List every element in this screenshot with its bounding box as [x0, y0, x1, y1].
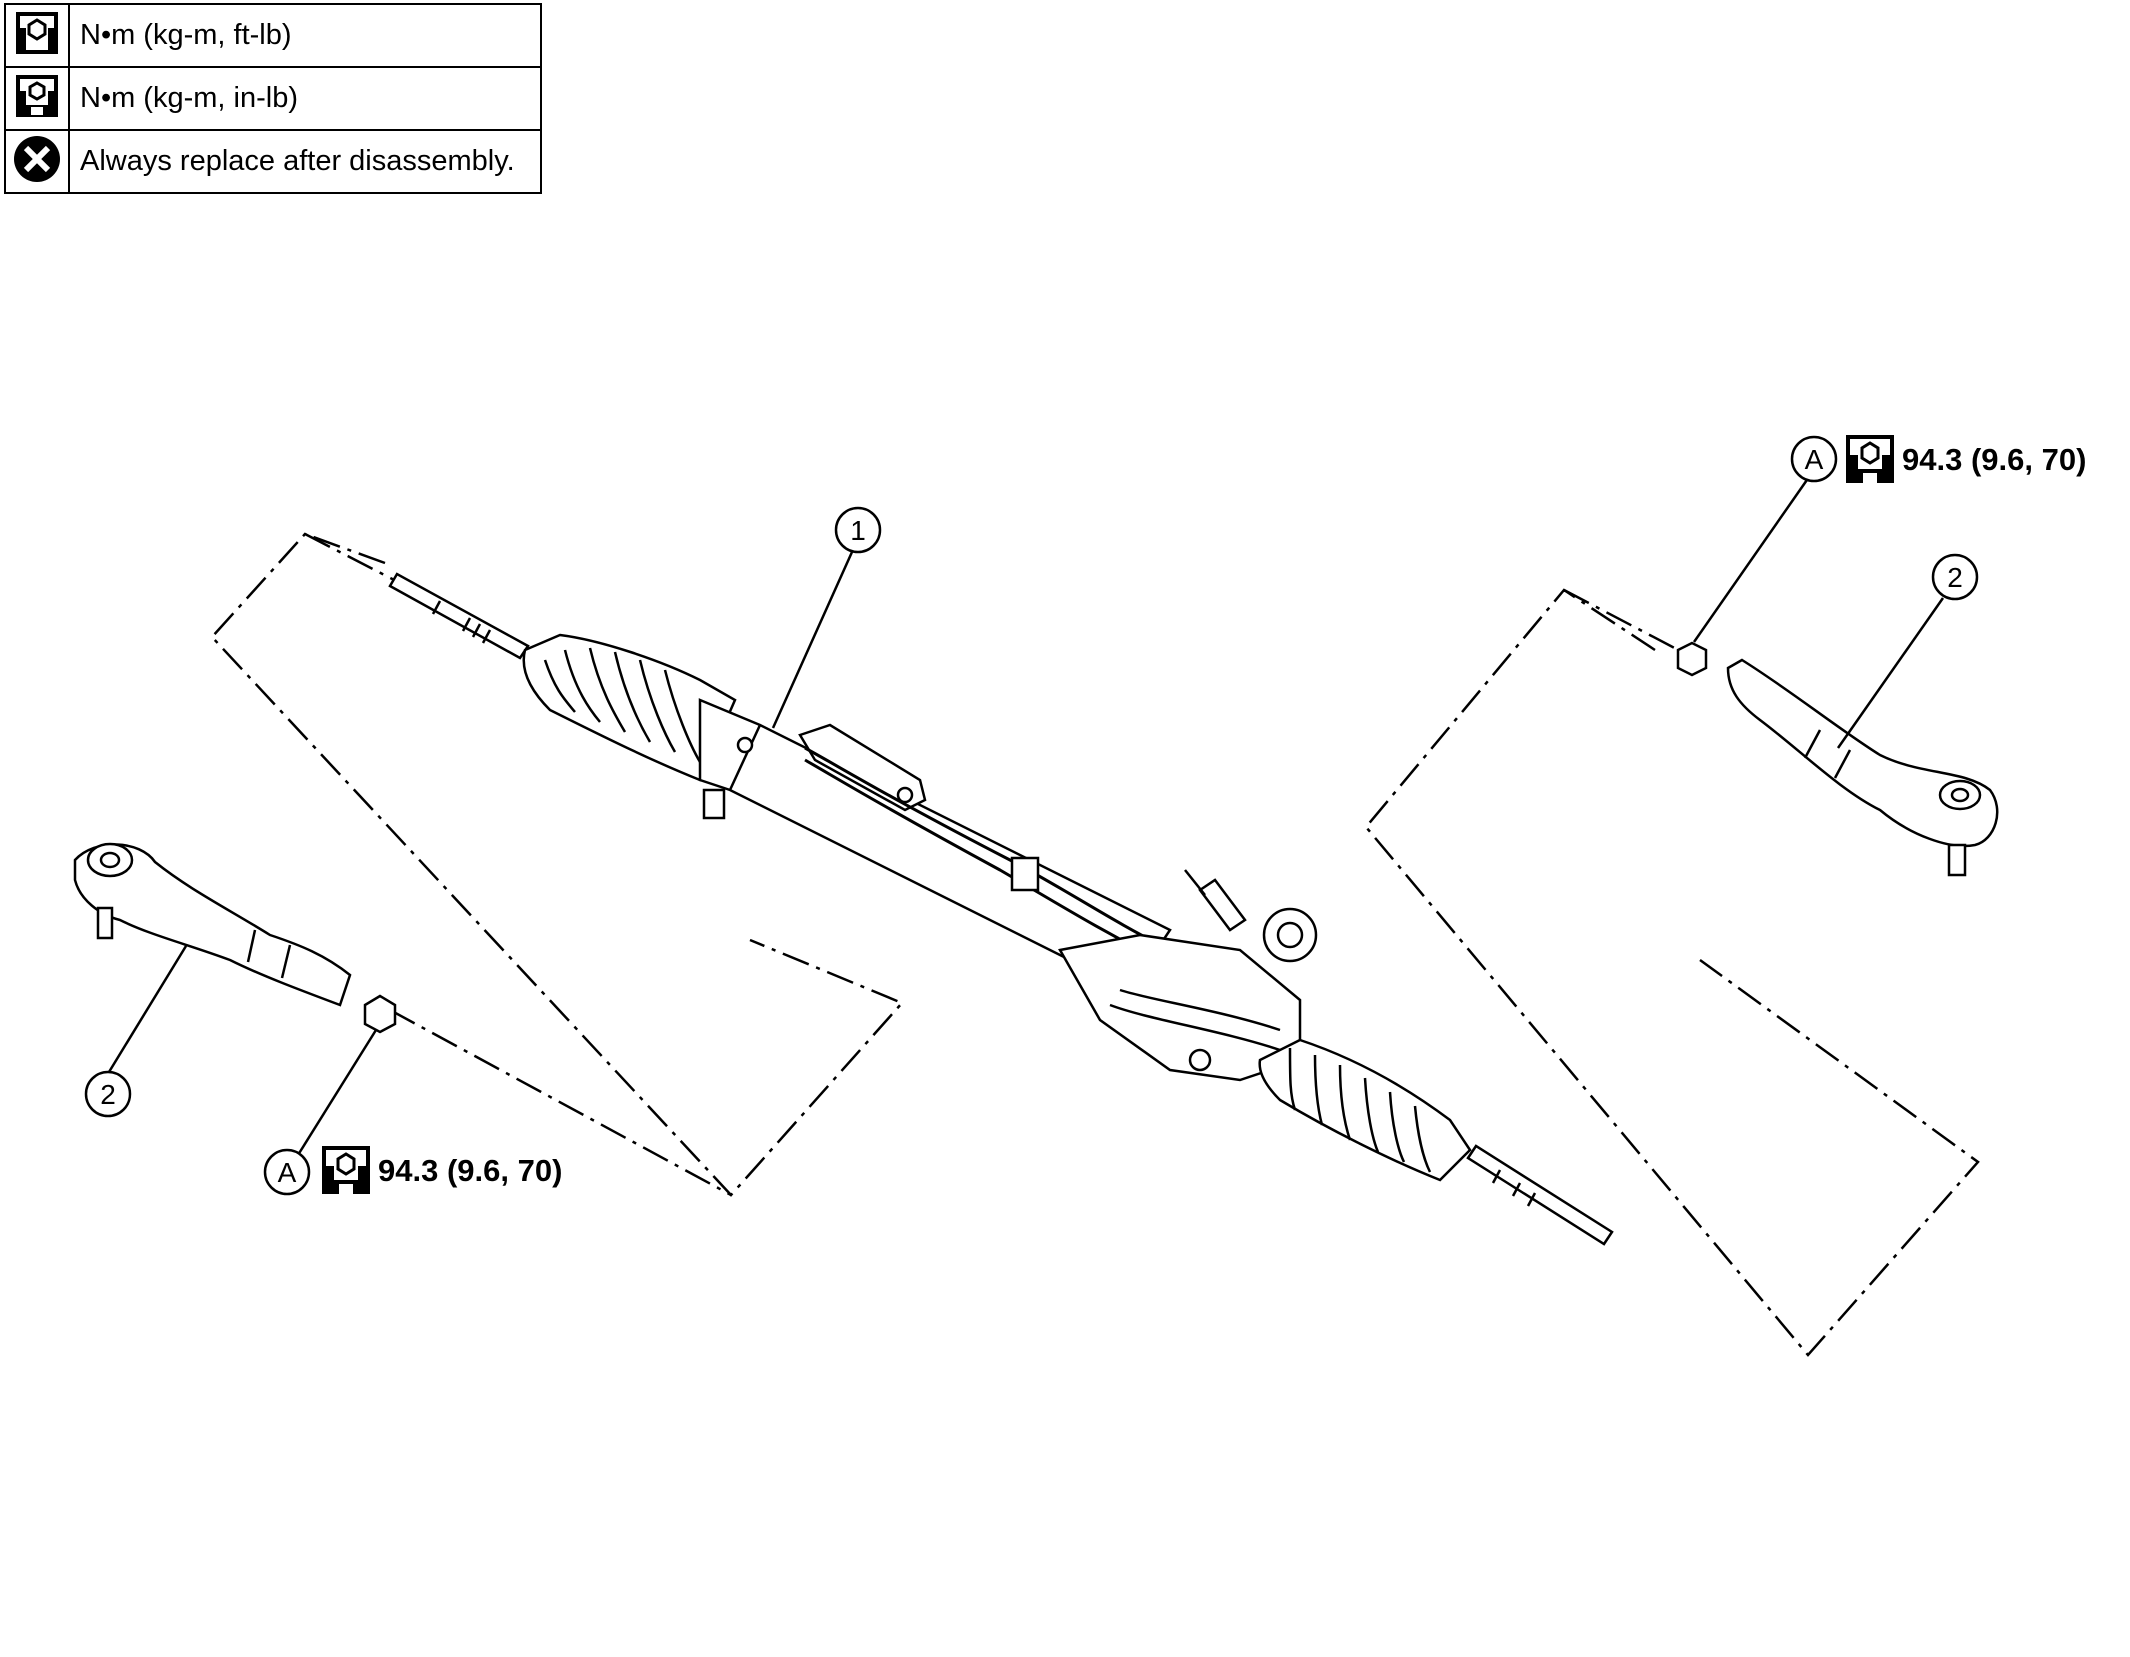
- assembly-boundary-right: [1364, 588, 1980, 1357]
- callout-fastener-right: A: [1790, 435, 1838, 483]
- legend-row-in-lb: N•m (kg-m, in-lb): [4, 66, 542, 131]
- lock-nut-left: [363, 994, 397, 1034]
- assembly-boundary-right-top: [1563, 588, 1687, 656]
- torque-wrench-ft-lb-icon: [4, 3, 70, 68]
- always-replace-icon: [4, 129, 70, 194]
- torque-wrench-in-lb-icon: [1844, 433, 1896, 485]
- callout-fastener-left: A: [263, 1148, 311, 1196]
- torque-wrench-in-lb-icon: [320, 1144, 372, 1196]
- steering-gear-assembly: [388, 572, 1614, 1246]
- callout-part2-left: 2: [84, 1070, 132, 1118]
- lock-nut-right: [1676, 641, 1708, 677]
- svg-text:94.3 (9.6, 70): 94.3 (9.6, 70): [378, 1153, 562, 1188]
- outer-tie-rod-end-right: [1726, 658, 1999, 877]
- svg-text:A: A: [1805, 444, 1824, 475]
- leader-lines: [107, 476, 1945, 1156]
- torque-spec-left: 94.3 (9.6, 70): [320, 1144, 562, 1196]
- legend-row-replace: Always replace after disassembly.: [4, 129, 542, 194]
- legend-text-in-lb: N•m (kg-m, in-lb): [68, 66, 542, 131]
- svg-text:94.3 (9.6, 70): 94.3 (9.6, 70): [1902, 442, 2086, 477]
- legend-row-ft-lb: N•m (kg-m, ft-lb): [4, 3, 542, 68]
- torque-spec-right: 94.3 (9.6, 70): [1844, 433, 2086, 485]
- legend-text-replace: Always replace after disassembly.: [68, 129, 542, 194]
- legend-text-ft-lb: N•m (kg-m, ft-lb): [68, 3, 542, 68]
- callout-part2-right: 2: [1931, 553, 1979, 601]
- svg-text:1: 1: [850, 515, 866, 546]
- legend-table: N•m (kg-m, ft-lb) N•m (kg-m, in-lb) Alwa…: [4, 3, 542, 194]
- svg-text:A: A: [278, 1157, 297, 1188]
- svg-text:2: 2: [100, 1079, 116, 1110]
- assembly-boundary-left-top: [304, 532, 401, 585]
- torque-wrench-in-lb-icon: [4, 66, 70, 131]
- assembly-boundary-left-lower: [389, 1008, 732, 1197]
- svg-text:2: 2: [1947, 562, 1963, 593]
- assembly-boundary-left: [210, 532, 905, 1197]
- outer-tie-rod-end-left: [73, 842, 352, 1007]
- callout-part1: 1: [834, 506, 882, 554]
